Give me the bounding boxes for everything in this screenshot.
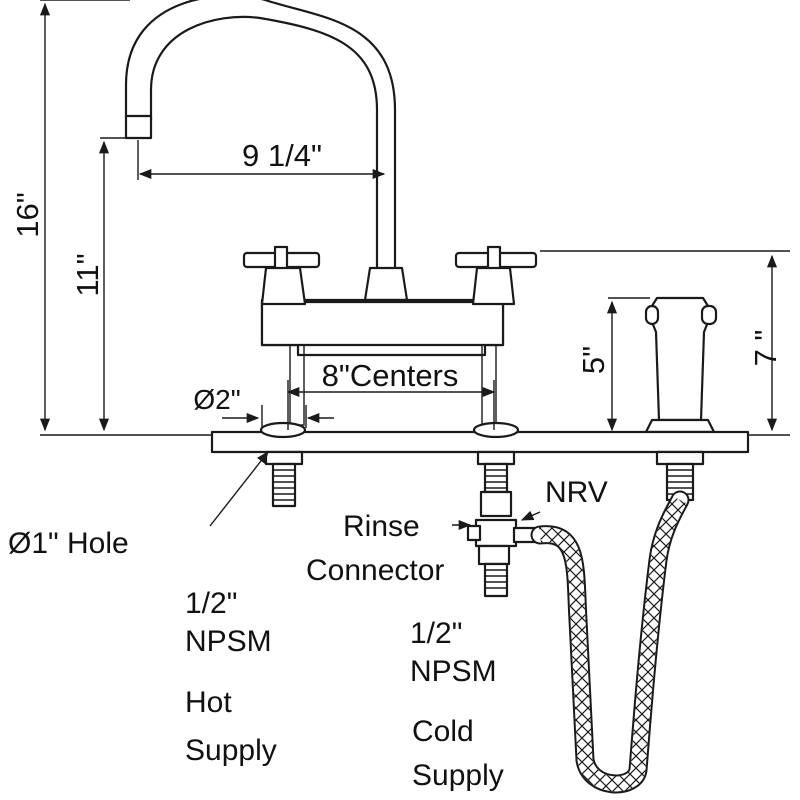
- cold-supply-line2: Supply: [412, 759, 504, 792]
- faucet-body: [260, 298, 505, 426]
- braided-sprayer-hose: [530, 490, 690, 794]
- centers-label: 8"Centers: [322, 358, 459, 393]
- handle-height-label: 7 ": [748, 330, 783, 367]
- side-sprayer: [644, 296, 718, 434]
- cold-supply-line1: Cold: [412, 715, 474, 748]
- spout-aerator: [124, 114, 153, 140]
- overall-height-label: 16": [10, 192, 45, 238]
- body-bridge: [260, 300, 505, 347]
- spout: [124, 0, 409, 302]
- cold-size-line2: NPSM: [410, 655, 497, 688]
- hole-callout: Ø1" Hole: [8, 527, 129, 560]
- cold-escutcheon: [472, 421, 520, 439]
- hot-size-line2: NPSM: [185, 625, 272, 658]
- hot-escutcheon: [259, 421, 307, 439]
- spout-base: [363, 266, 409, 302]
- shank-diameter-label: Ø2": [193, 384, 240, 415]
- hot-size-line1: 1/2": [185, 587, 237, 620]
- hot-shank: [264, 450, 304, 508]
- rinse-callout-line1: Rinse: [343, 510, 420, 543]
- rinse-callout-line2: Connector: [306, 554, 444, 587]
- nrv-callout: NRV: [545, 476, 608, 509]
- hot-supply-line2: Supply: [185, 734, 277, 767]
- cold-shank: [466, 450, 540, 598]
- spout-reach-label: 9 1/4": [242, 138, 322, 173]
- dimension-lines: [39, 0, 790, 531]
- spout-height-label: 11": [70, 253, 105, 296]
- sprayer-height-label: 5": [576, 346, 611, 374]
- hot-cross-handle: [242, 245, 321, 306]
- hot-supply-line1: Hot: [185, 686, 232, 719]
- cold-cross-handle: [454, 245, 538, 306]
- cold-size-line1: 1/2": [410, 617, 462, 650]
